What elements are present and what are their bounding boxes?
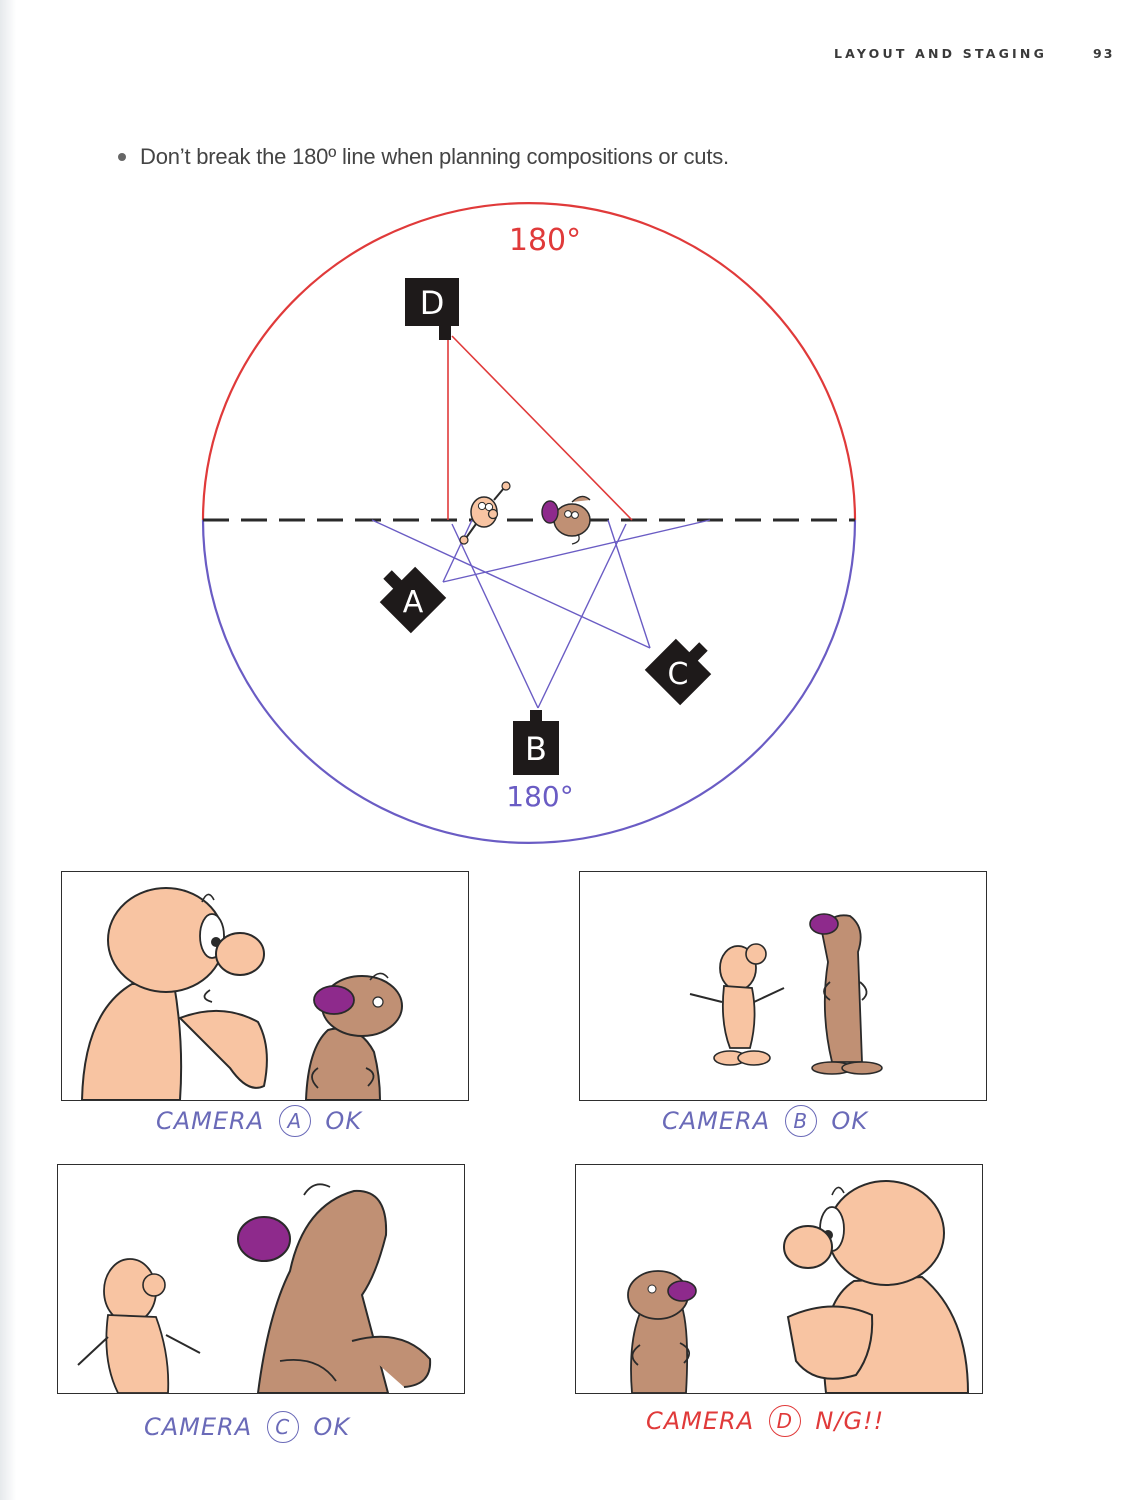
camera-d-caption: CAMERA D N/G!! — [646, 1405, 885, 1438]
camera-c-view-line — [371, 519, 651, 649]
bottom-180-label: 180° — [506, 780, 573, 813]
caption-verdict-ok: OK — [313, 1413, 351, 1441]
camera-d-label: D — [420, 284, 445, 322]
page-gutter-shadow — [0, 0, 16, 1500]
camera-c-icon: C — [644, 638, 712, 706]
camera-c-frame — [57, 1164, 465, 1394]
dog-character-left — [627, 1270, 697, 1393]
dog-character-close — [237, 1183, 432, 1393]
top-180-label: 180° — [509, 223, 581, 258]
dog-character-large — [304, 972, 403, 1100]
camera-b-badge: B — [784, 1105, 817, 1137]
caption-camera-word: CAMERA — [144, 1413, 253, 1441]
camera-c-badge: C — [266, 1411, 299, 1443]
camera-a-label: A — [403, 585, 424, 620]
lower-half-circle — [201, 519, 857, 845]
camera-b-view-line — [451, 523, 539, 709]
bald-character-small — [459, 481, 511, 545]
bullet-point: Don’t break the 180º line when planning … — [118, 144, 729, 170]
caption-verdict-ok: OK — [831, 1107, 869, 1135]
camera-180-diagram: D A C B 180° 180° — [201, 201, 857, 845]
caption-verdict-ok: OK — [325, 1107, 363, 1135]
camera-a-view-line — [442, 519, 473, 583]
camera-d-frame — [575, 1164, 983, 1394]
camera-a-icon: A — [379, 566, 447, 634]
camera-c-view-line — [607, 519, 651, 649]
bald-character-large — [80, 887, 268, 1100]
caption-verdict-ng: N/G!! — [815, 1407, 885, 1435]
camera-c-caption: CAMERA C OK — [144, 1411, 351, 1444]
camera-b-view-line — [537, 523, 627, 709]
camera-a-view-line — [442, 519, 711, 583]
camera-a-caption: CAMERA A OK — [156, 1105, 363, 1138]
bullet-text: Don’t break the 180º line when planning … — [140, 144, 729, 169]
dog-character-small — [541, 495, 591, 545]
camera-c-label: C — [668, 657, 689, 692]
bullet-dot-icon — [118, 153, 126, 161]
bald-character-full-body — [689, 943, 785, 1066]
caption-camera-word: CAMERA — [156, 1107, 265, 1135]
page-number: 93 — [1093, 46, 1115, 61]
camera-b-label: B — [525, 730, 547, 768]
upper-half-circle — [201, 201, 857, 521]
caption-camera-word: CAMERA — [662, 1107, 771, 1135]
camera-b-caption: CAMERA B OK — [662, 1105, 869, 1138]
camera-a-badge: A — [278, 1105, 311, 1137]
camera-b-icon: B — [513, 710, 559, 775]
camera-d-icon: D — [405, 278, 459, 340]
dog-character-full-body — [809, 913, 883, 1075]
camera-a-frame — [61, 871, 469, 1101]
bald-character-distant — [77, 1258, 201, 1393]
camera-b-frame — [579, 871, 987, 1101]
bald-character-right-back — [783, 1180, 970, 1393]
camera-d-badge: D — [768, 1405, 801, 1437]
caption-camera-word: CAMERA — [646, 1407, 755, 1435]
running-head: LAYOUT AND STAGING — [834, 46, 1048, 61]
camera-d-view-line — [451, 335, 633, 521]
